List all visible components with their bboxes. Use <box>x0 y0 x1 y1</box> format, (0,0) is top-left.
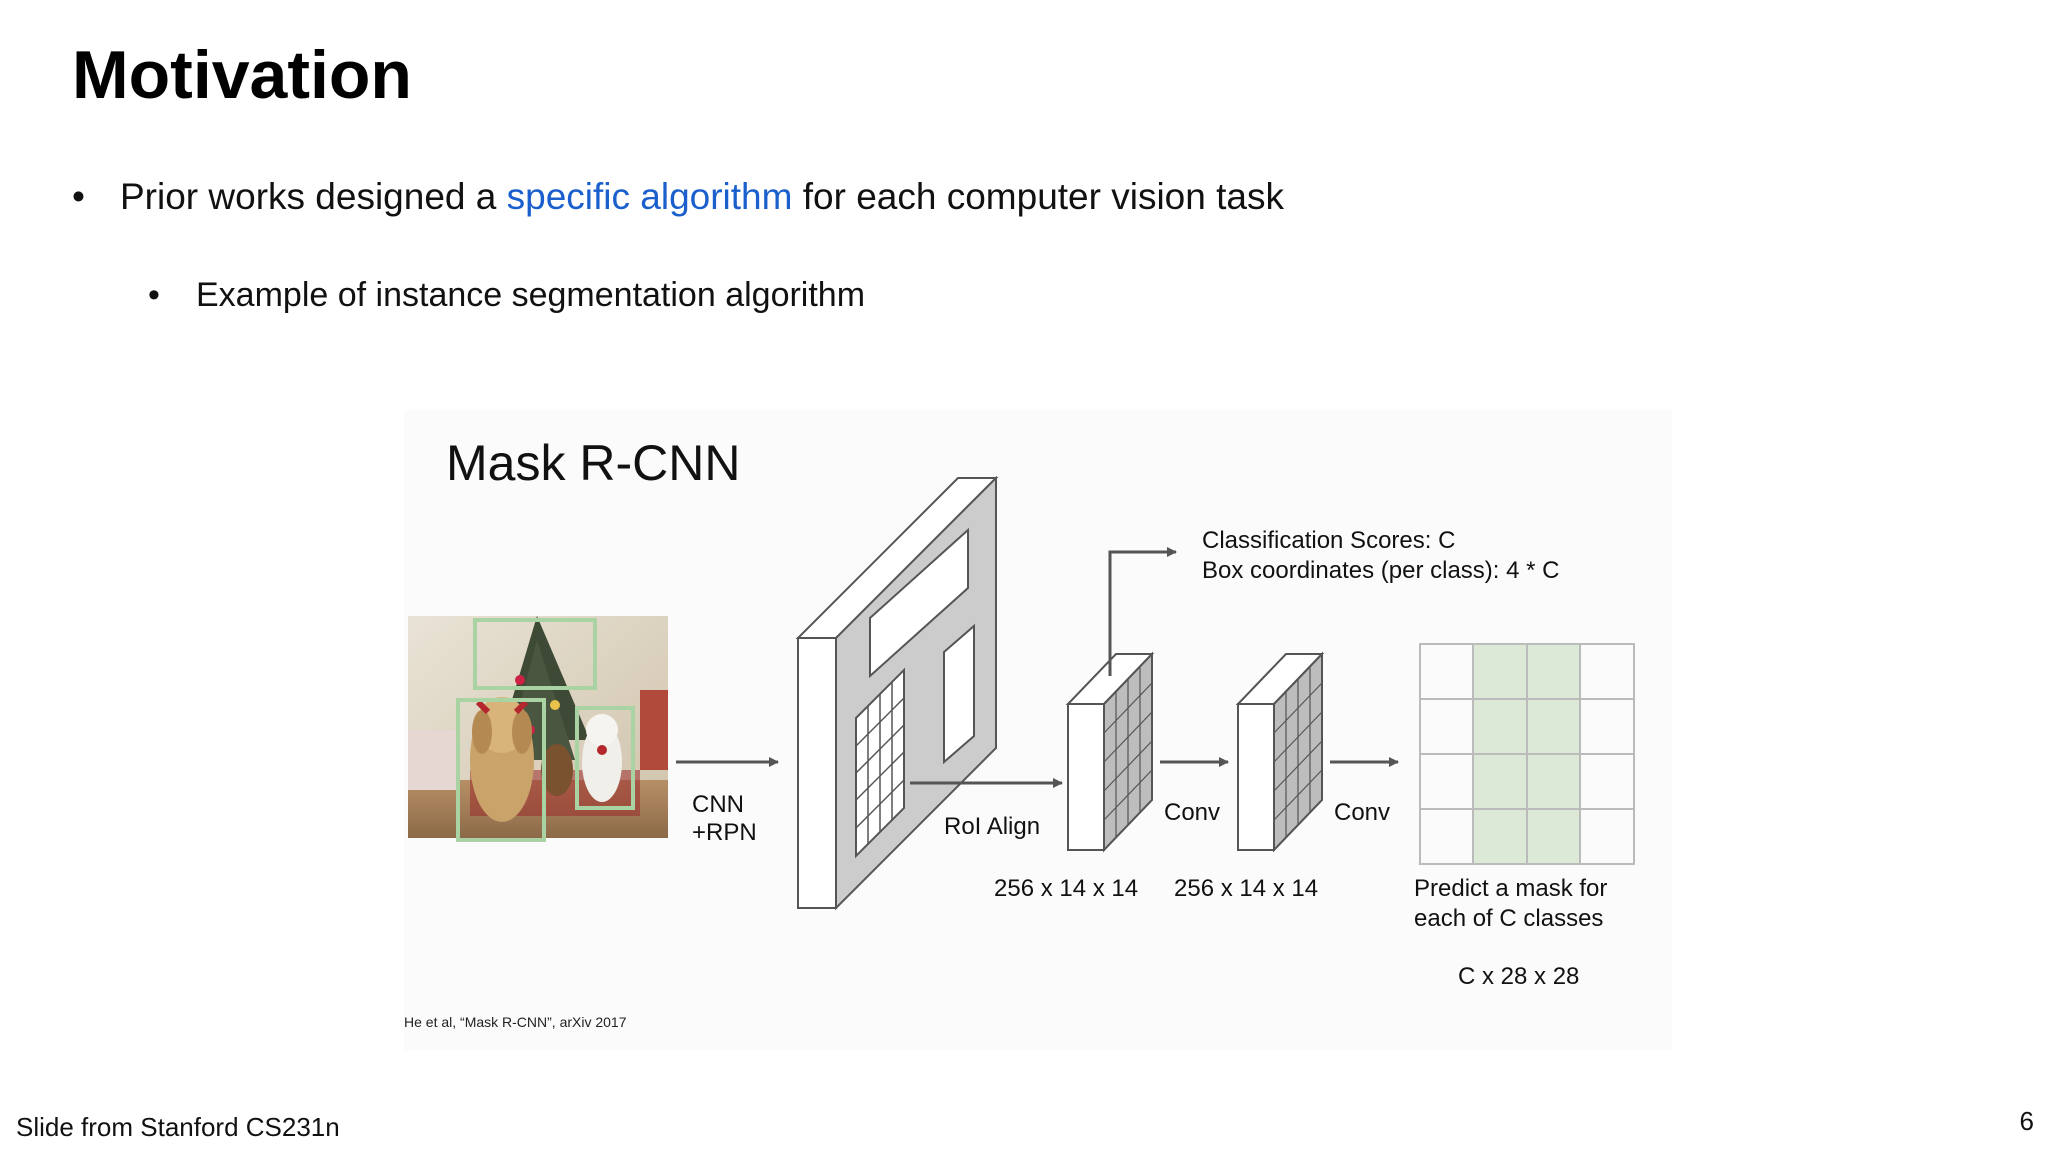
feature-block-1 <box>1065 651 1155 853</box>
roi-grid <box>855 667 905 859</box>
bullet-text: Prior works designed a specific algorith… <box>120 176 1284 218</box>
label-roi-align: RoI Align <box>944 813 1040 840</box>
slide-title: Motivation <box>72 37 412 113</box>
feature-map-volume <box>795 475 999 911</box>
citation: He et al, “Mask R-CNN”, arXiv 2017 <box>404 1014 627 1030</box>
label-dim-1: 256 x 14 x 14 <box>994 875 1138 902</box>
detection-box-dog <box>456 698 546 842</box>
feature-block-2 <box>1235 651 1325 853</box>
bullet-marker: • <box>148 276 160 314</box>
detection-box-cat <box>575 706 635 810</box>
label-conv-2: Conv <box>1334 799 1390 826</box>
arrow-to-classification <box>1108 547 1177 676</box>
bullet-highlight: specific algorithm <box>506 176 793 217</box>
label-cnn: CNN <box>692 791 744 818</box>
label-dim-2: 256 x 14 x 14 <box>1174 875 1318 902</box>
bullet-marker: • <box>72 176 85 217</box>
detection-box-tree <box>473 618 597 690</box>
label-conv-1: Conv <box>1164 799 1220 826</box>
bullet-text-before: Prior works designed a <box>120 176 507 217</box>
proposal-region-2 <box>943 623 975 765</box>
label-rpn: +RPN <box>692 819 757 846</box>
bullet-text: Example of instance segmentation algorit… <box>196 276 866 314</box>
footer-source: Slide from Stanford CS231n <box>16 1112 340 1142</box>
label-classification-scores: Classification Scores: C <box>1202 527 1455 554</box>
label-mask-dim: C x 28 x 28 <box>1458 963 1579 990</box>
label-box-coordinates: Box coordinates (per class): 4 * C <box>1202 557 1559 584</box>
label-predict-line-2: each of C classes <box>1414 905 1603 932</box>
label-predict-line-1: Predict a mask for <box>1414 875 1607 902</box>
page-number: 6 <box>2019 1106 2034 1136</box>
proposal-region-1 <box>869 527 969 679</box>
figure-title: Mask R-CNN <box>446 435 740 491</box>
output-mask-grid <box>1419 643 1635 865</box>
bullet-text-after: for each computer vision task <box>792 176 1284 217</box>
input-photo <box>408 616 668 842</box>
